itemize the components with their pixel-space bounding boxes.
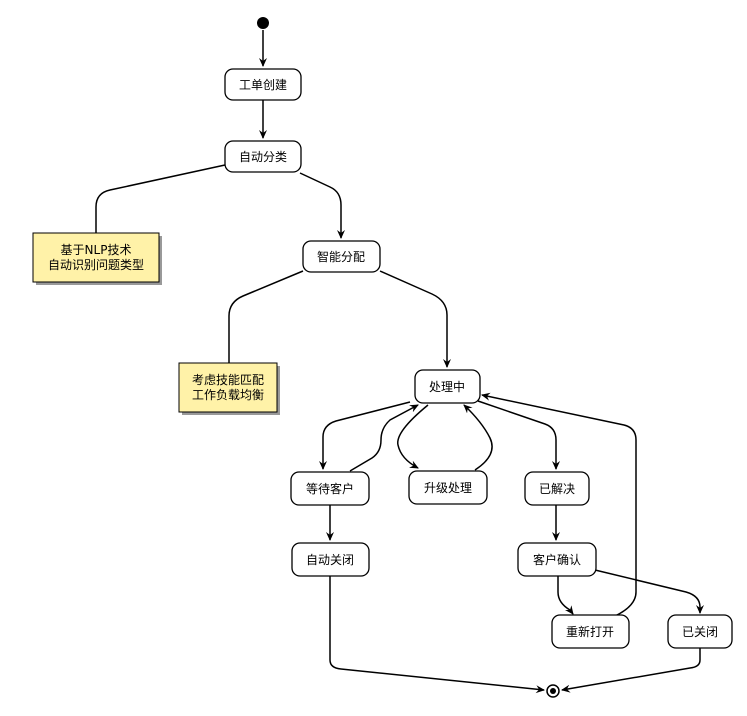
state-created: 工单创建 <box>224 68 302 101</box>
edges <box>95 30 704 694</box>
state-waiting-customer-label: 等待客户 <box>306 481 354 496</box>
edge-processing-waiting <box>319 401 411 470</box>
note-assign-line2: 工作负载均衡 <box>192 388 264 402</box>
end-node <box>546 684 560 698</box>
state-customer-confirm-label: 客户确认 <box>533 552 581 567</box>
edge-closed-end <box>561 648 701 693</box>
edge-waiting-processing <box>349 404 419 472</box>
state-smart-assign-label: 智能分配 <box>317 249 365 264</box>
state-escalate-label: 升级处理 <box>424 481 472 495</box>
edge-processing-escalate <box>397 404 429 469</box>
note-assign-line1: 考虑技能匹配 <box>192 373 264 387</box>
state-reopen: 重新打开 <box>551 614 630 649</box>
edge-processing-resolved <box>477 400 560 470</box>
state-auto-close: 自动关闭 <box>291 542 370 577</box>
edge-classify-note <box>95 164 226 233</box>
edge-confirm-reopen <box>557 576 574 615</box>
state-customer-confirm: 客户确认 <box>517 542 597 577</box>
state-smart-assign: 智能分配 <box>302 240 381 273</box>
state-processing: 处理中 <box>414 369 481 404</box>
state-reopen-label: 重新打开 <box>566 624 614 639</box>
edge-assign-processing <box>379 270 451 368</box>
state-closed: 已关闭 <box>667 614 733 649</box>
state-auto-classify-label: 自动分类 <box>239 150 287 164</box>
state-resolved-label: 已解决 <box>539 482 575 496</box>
edge-escalate-processing <box>463 404 493 471</box>
state-processing-label: 处理中 <box>429 379 465 394</box>
state-auto-close-label: 自动关闭 <box>306 553 354 567</box>
state-resolved: 已解决 <box>524 471 590 506</box>
state-auto-classify: 自动分类 <box>224 140 302 173</box>
state-waiting-customer: 等待客户 <box>290 471 370 506</box>
edge-confirm-closed <box>594 569 704 614</box>
edge-classify-assign <box>299 172 345 239</box>
note-assign: 考虑技能匹配 工作负载均衡 <box>178 362 280 415</box>
edge-reopen-processing <box>481 392 637 617</box>
note-classify-line1: 基于NLP技术 <box>61 243 132 257</box>
start-node <box>257 17 269 29</box>
note-classify: 基于NLP技术 自动识别问题类型 <box>32 232 162 285</box>
state-escalate: 升级处理 <box>408 470 488 505</box>
state-created-label: 工单创建 <box>239 78 287 92</box>
edge-assign-note <box>228 270 304 363</box>
edge-autoclose-end <box>329 576 545 694</box>
note-classify-line2: 自动识别问题类型 <box>48 258 144 272</box>
state-closed-label: 已关闭 <box>682 625 718 639</box>
